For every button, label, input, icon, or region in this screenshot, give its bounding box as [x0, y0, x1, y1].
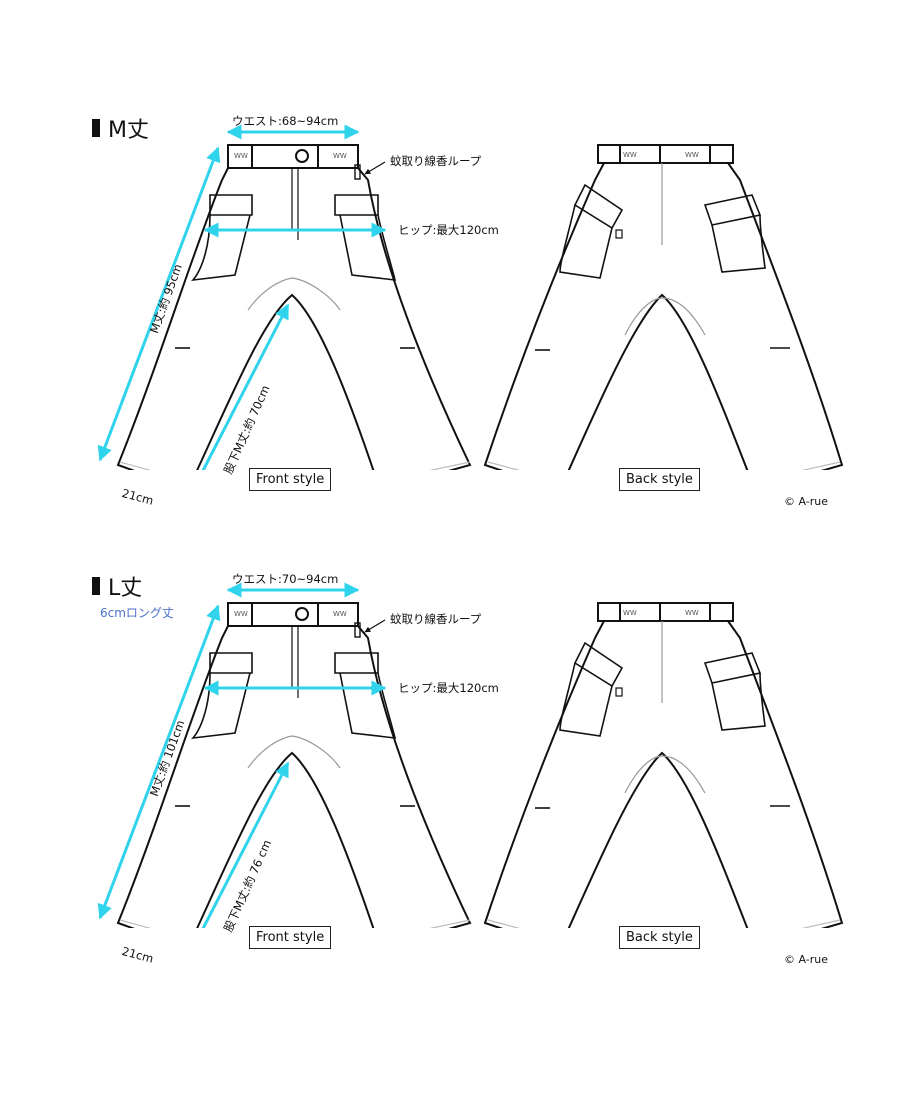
measure-arrows [97, 124, 387, 470]
belt-marks-front: WW WW [234, 610, 347, 618]
loop-pointer [364, 161, 386, 175]
inseam-arrow [191, 761, 290, 928]
section-title-text: L丈 [108, 576, 143, 601]
title-bar [92, 577, 100, 595]
loop-label: 蚊取り線香ループ [390, 612, 482, 626]
size-section-l: WW WW WW WW [0, 458, 920, 966]
inseam-arrow [191, 303, 290, 470]
size-section-m: WW WW WW WW [0, 0, 920, 508]
belt-mark: WW [234, 610, 248, 618]
section-subtitle: 6cmロング丈 [100, 606, 174, 620]
loop-label: 蚊取り線香ループ [390, 154, 482, 168]
back-pants-drawing [483, 144, 844, 470]
belt-mark: WW [333, 610, 347, 618]
section-title: M丈 [92, 112, 149, 144]
front-style-label: Front style [249, 926, 332, 949]
back-style-label: Back style [619, 468, 700, 491]
belt-mark: WW [623, 609, 637, 617]
front-style-label: Front style [249, 468, 332, 491]
hip-label: ヒップ:最大120cm [398, 681, 499, 695]
waist-label: ウエスト:70~94cm [232, 572, 339, 586]
belt-marks-back: WW WW [623, 609, 699, 617]
title-bar [92, 119, 100, 137]
pants-diagram-m: WW WW WW WW [97, 124, 844, 470]
belt-mark: WW [234, 152, 248, 160]
measure-arrows [97, 582, 387, 928]
hem-label: 21cm [120, 944, 156, 966]
belt-mark: WW [685, 151, 699, 159]
belt-mark: WW [333, 152, 347, 160]
waist-label: ウエスト:68~94cm [232, 114, 339, 128]
belt-mark: WW [623, 151, 637, 159]
belt-mark: WW [685, 609, 699, 617]
belt-marks-back: WW WW [623, 151, 699, 159]
hip-label: ヒップ:最大120cm [398, 223, 499, 237]
back-pants-drawing [483, 602, 844, 928]
length-arrow [97, 146, 221, 462]
copyright: © A-rue [784, 495, 829, 508]
copyright: © A-rue [784, 953, 829, 966]
belt-marks-front: WW WW [234, 152, 347, 160]
back-style-label: Back style [619, 926, 700, 949]
section-title: L丈 [92, 570, 142, 602]
loop-pointer [364, 619, 386, 633]
pants-diagram-l: WW WW WW WW [97, 582, 844, 928]
section-title-text: M丈 [108, 118, 149, 143]
length-arrow [97, 604, 221, 920]
